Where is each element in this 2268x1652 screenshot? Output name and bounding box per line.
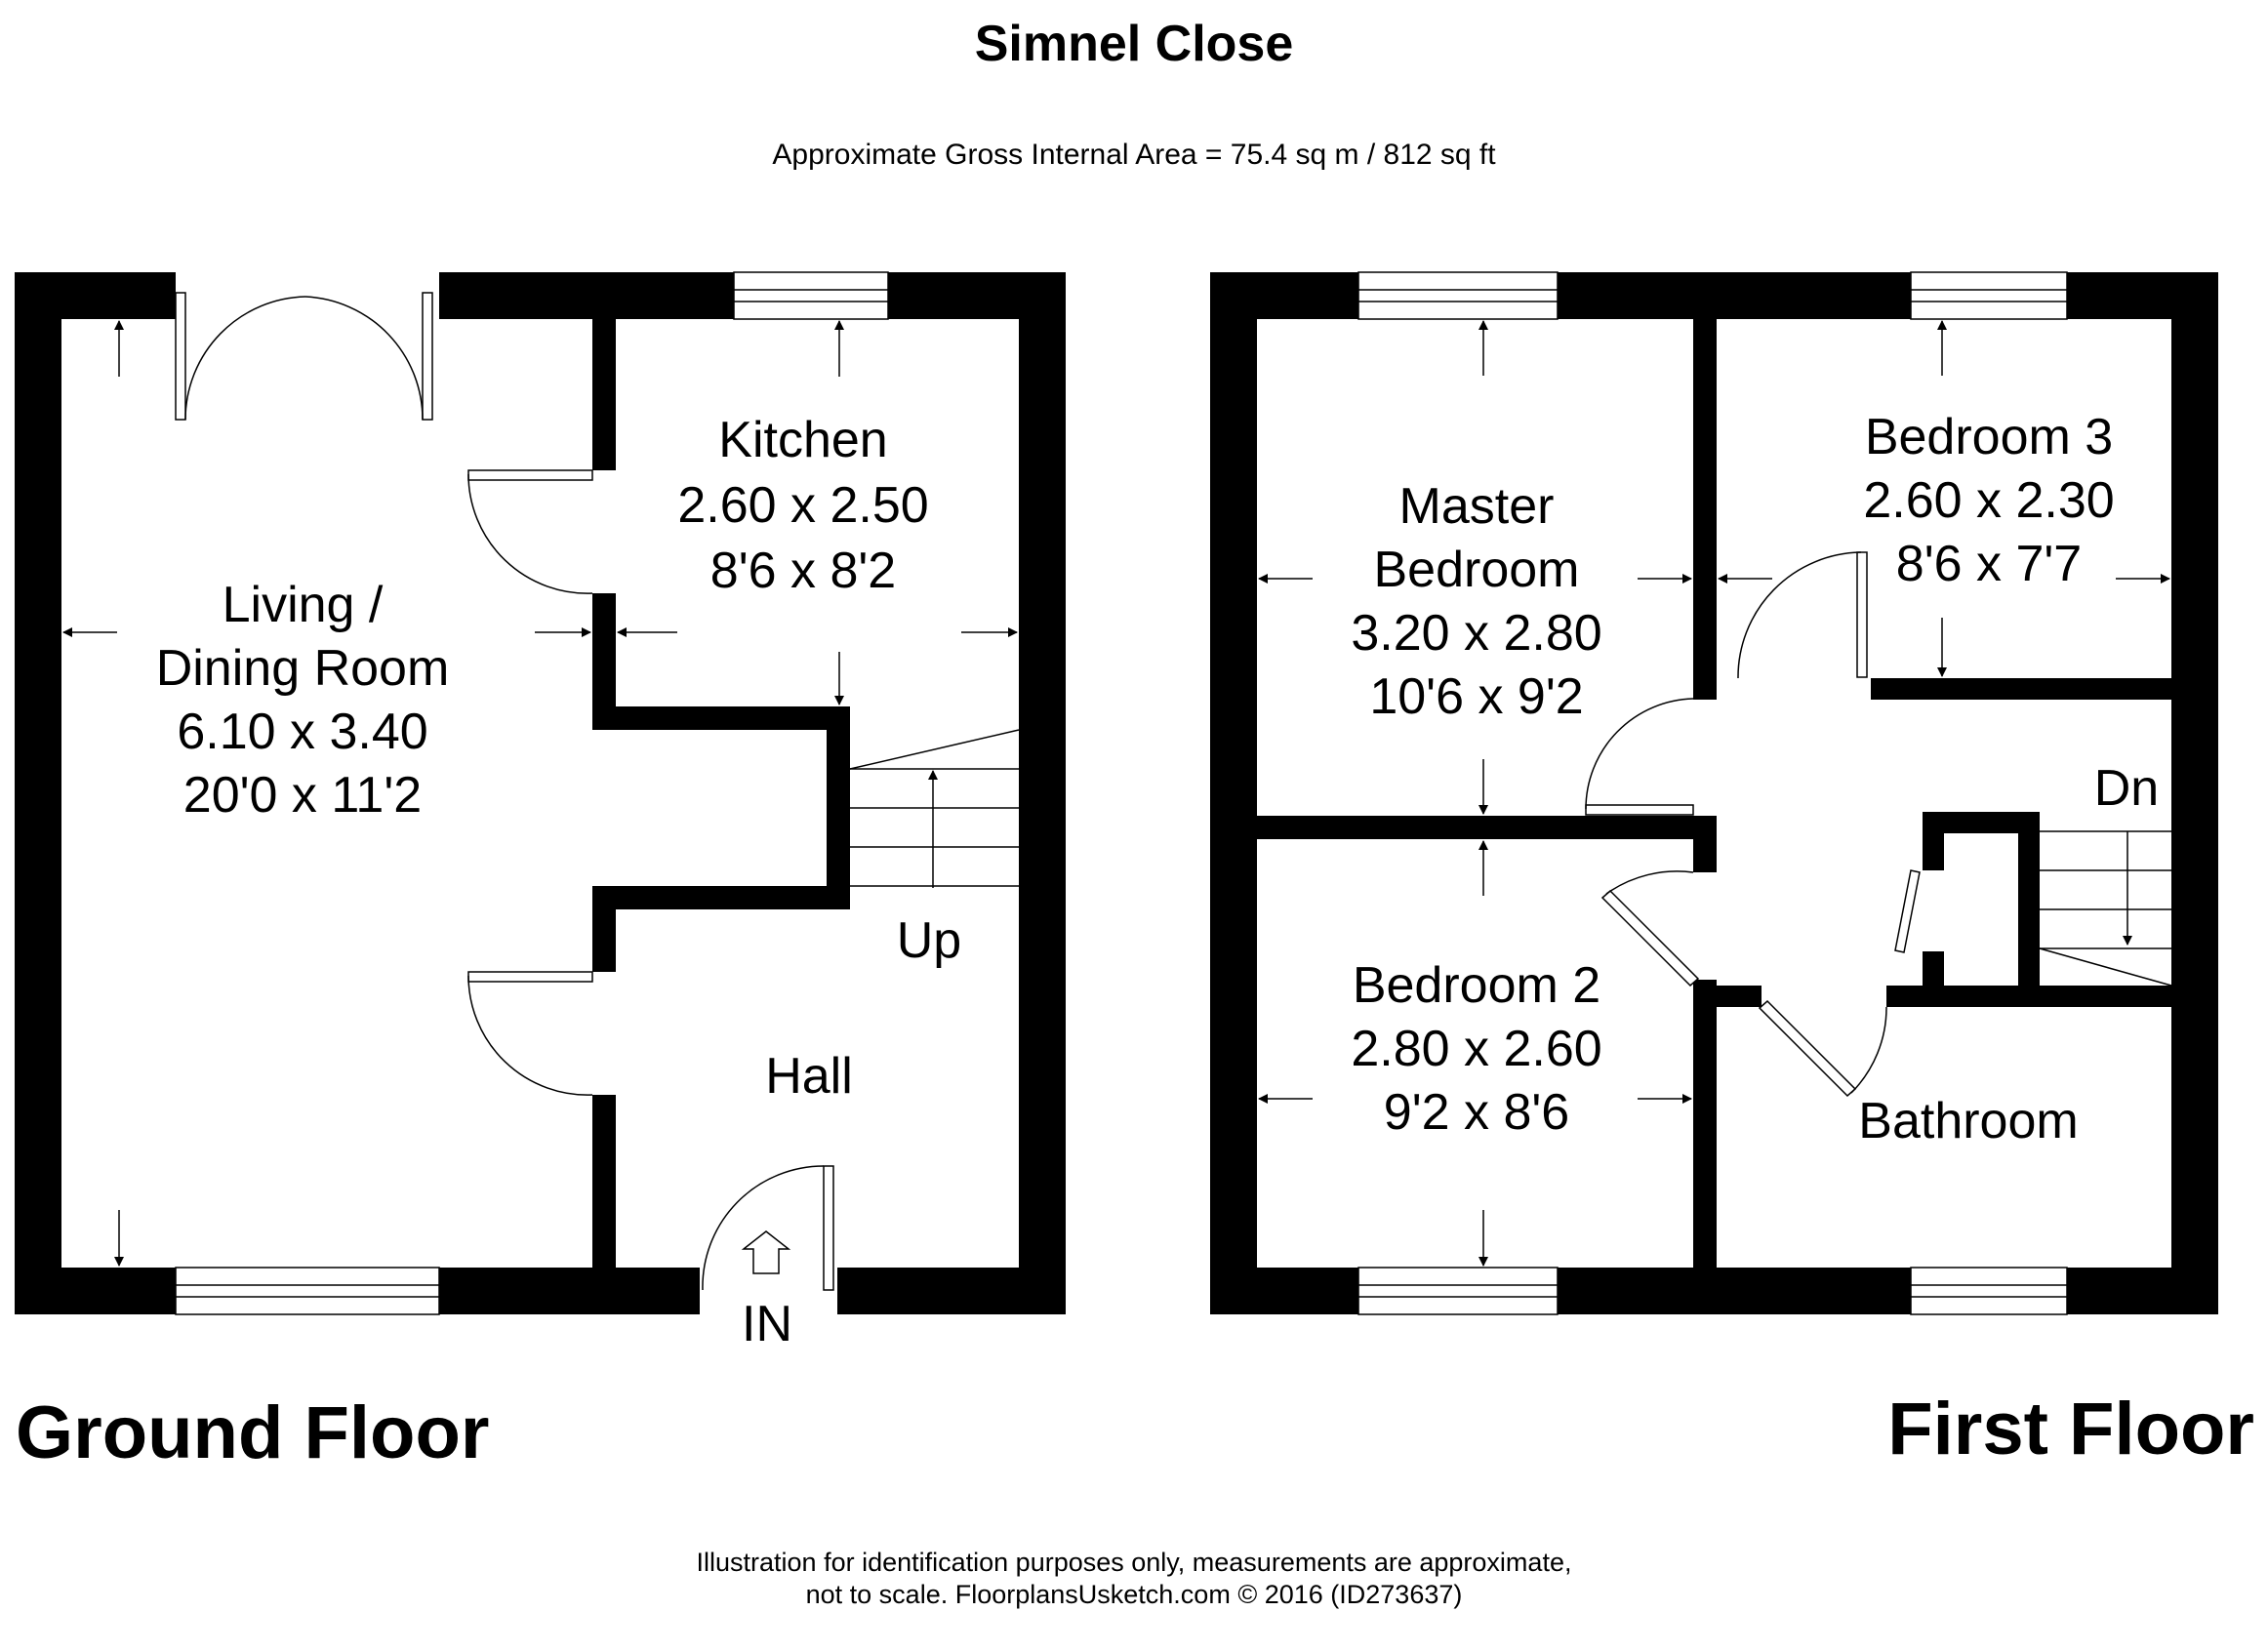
bathroom-window <box>1910 1267 2068 1315</box>
disclaimer-line1: Illustration for identification purposes… <box>697 1548 1572 1577</box>
wall <box>1019 272 1066 1314</box>
stairs-label: Dn <box>2094 760 2159 817</box>
kitchen-window <box>733 271 889 320</box>
room-name: Hall <box>765 1048 853 1105</box>
wall <box>837 1268 1066 1314</box>
wall <box>15 1268 176 1314</box>
wall <box>1693 319 1717 700</box>
room-name: Bathroom <box>1858 1093 2078 1149</box>
room-dimensions-imperial: 9'2 x 8'6 <box>1384 1084 1569 1141</box>
wall <box>1558 272 1911 319</box>
wall <box>1210 1268 1358 1314</box>
room-name: Bedroom 3 <box>1865 409 2113 465</box>
kitchen-door <box>467 469 593 594</box>
wall <box>827 706 850 909</box>
room-dimensions-metric: 2.60 x 2.30 <box>1863 472 2114 529</box>
bathroom-door <box>1758 999 1887 1098</box>
wall <box>1923 812 1944 870</box>
living-window <box>175 1267 440 1315</box>
room-dimensions-imperial: 20'0 x 11'2 <box>183 767 422 824</box>
room-dimensions-metric: 3.20 x 2.80 <box>1351 605 1601 662</box>
wall <box>592 319 616 470</box>
room-dimensions-metric: 2.80 x 2.60 <box>1351 1021 1601 1077</box>
wall <box>1693 678 1715 700</box>
wall <box>439 272 734 319</box>
wall <box>1558 1268 1911 1314</box>
room-dimensions-metric: 2.60 x 2.50 <box>677 477 928 534</box>
wall <box>1693 980 1717 1268</box>
room-name: Dining Room <box>156 640 450 697</box>
room-dimensions-imperial: 8'6 x 8'2 <box>710 543 896 599</box>
room-name: Kitchen <box>718 412 887 468</box>
room-name: Master <box>1399 478 1555 535</box>
stairs-down <box>2039 830 2172 987</box>
area-subtitle: Approximate Gross Internal Area = 75.4 s… <box>772 139 1496 171</box>
wall <box>2171 272 2218 1314</box>
room-name: Bedroom <box>1374 542 1580 598</box>
floor-label: First Floor <box>1887 1388 2254 1471</box>
wall <box>1923 951 1944 1007</box>
wall <box>592 1095 616 1268</box>
wall <box>592 886 850 909</box>
french-doors <box>175 292 433 421</box>
bedroom2-window <box>1357 1267 1559 1315</box>
wall <box>1210 272 1257 1314</box>
wall <box>1717 986 1762 1007</box>
master-window <box>1357 271 1559 320</box>
measure-arrows <box>1258 320 2170 1267</box>
bedroom2-door <box>1600 870 1700 987</box>
ground-floor-plan: Living / Dining Room 6.10 x 3.40 20'0 x … <box>15 271 1066 1352</box>
first-floor-plan: Master Bedroom 3.20 x 2.80 10'6 x 9'2 Be… <box>1210 271 2218 1315</box>
wall <box>592 706 827 730</box>
wall <box>1693 816 1717 872</box>
stairs-label: Up <box>897 912 961 969</box>
room-name: Bedroom 2 <box>1353 957 1600 1014</box>
bedroom3-door <box>1737 551 1868 679</box>
wall <box>1871 678 2171 700</box>
room-dimensions-metric: 6.10 x 3.40 <box>177 704 427 760</box>
wall <box>439 1268 700 1314</box>
disclaimer-line2: not to scale. FloorplansUsketch.com © 20… <box>806 1580 1463 1609</box>
wall <box>15 272 61 1314</box>
wall <box>2018 812 2040 1007</box>
room-dimensions-imperial: 8'6 x 7'7 <box>1896 536 2082 592</box>
room-dimensions-imperial: 10'6 x 9'2 <box>1369 668 1583 725</box>
wall <box>1923 812 2040 833</box>
entrance-label: IN <box>742 1296 792 1352</box>
room-name: Living / <box>223 577 384 633</box>
page-title: Simnel Close <box>975 16 1294 72</box>
floor-label: Ground Floor <box>16 1391 489 1474</box>
cupboard-door <box>1894 869 1921 953</box>
front-door <box>702 1165 834 1291</box>
wall <box>2067 1268 2218 1314</box>
stairs-up <box>849 729 1020 888</box>
master-bedroom-door <box>1585 698 1694 816</box>
bedroom3-window <box>1910 271 2068 320</box>
wall <box>1257 816 1717 839</box>
wall <box>592 886 616 972</box>
measure-arrows <box>62 320 1018 1267</box>
living-door <box>467 971 593 1096</box>
